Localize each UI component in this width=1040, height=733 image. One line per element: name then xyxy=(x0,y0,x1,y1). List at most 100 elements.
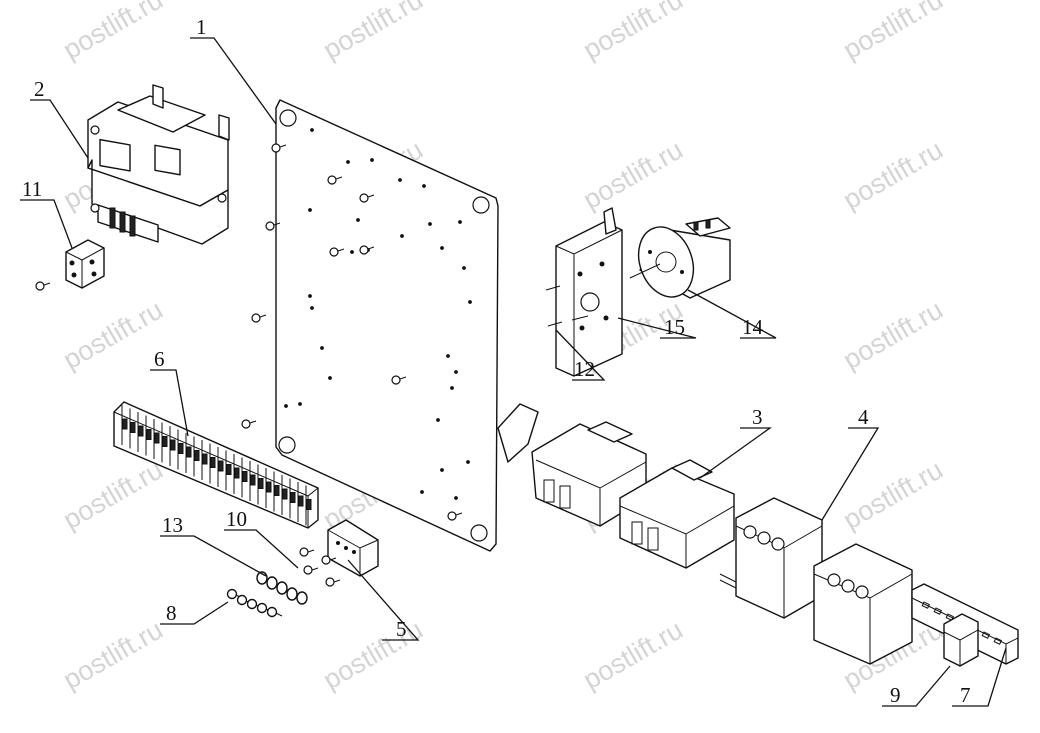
plate-hole xyxy=(356,218,360,222)
terminal-strip xyxy=(113,401,319,529)
callout-11: 11 xyxy=(22,177,42,201)
plate-hole xyxy=(458,220,462,224)
terminal-slot xyxy=(234,467,240,479)
nut-icon xyxy=(226,588,238,600)
plate-hole xyxy=(446,354,450,358)
terminal-slot xyxy=(298,495,304,507)
screw-icon xyxy=(299,547,309,557)
screw-icon xyxy=(265,221,275,231)
plate-hole xyxy=(422,184,426,188)
callout-1: 1 xyxy=(196,15,207,39)
washer-icon xyxy=(286,587,298,601)
plate-hole xyxy=(310,128,314,132)
watermark-text: postlift.ru xyxy=(318,614,428,695)
plate-hole xyxy=(308,294,312,298)
plate-hole xyxy=(284,404,288,408)
callout-10: 10 xyxy=(226,507,247,531)
terminal-slot xyxy=(154,432,160,444)
rail-slot xyxy=(945,613,955,621)
nut-icon xyxy=(256,602,268,614)
washer-icon xyxy=(296,591,308,605)
bus-bracket xyxy=(327,519,379,577)
watermark-text: postlift.ru xyxy=(58,294,168,375)
screw-icon xyxy=(327,175,337,185)
screw-icon xyxy=(359,245,369,255)
screw-icon xyxy=(359,193,369,203)
watermark-text: postlift.ru xyxy=(318,0,428,65)
terminal-slot xyxy=(290,492,296,503)
circuit-breaker-right xyxy=(813,543,913,665)
rail-slot xyxy=(981,631,991,639)
watermark-text: postlift.ru xyxy=(58,0,168,65)
callout-15: 15 xyxy=(664,315,685,339)
plate-hole xyxy=(298,402,302,406)
plate-hole xyxy=(436,418,440,422)
plate-hole xyxy=(428,222,432,226)
plate-hole xyxy=(310,306,314,310)
circuit-breaker-left xyxy=(719,497,823,619)
terminal-slot xyxy=(178,443,184,454)
terminal-slot xyxy=(218,460,224,472)
contactor-left xyxy=(497,403,647,527)
terminal-slot xyxy=(282,488,288,500)
washer-icon xyxy=(266,576,278,590)
plate-hole xyxy=(462,266,466,270)
callout-4: 4 xyxy=(858,405,869,429)
screw-icon xyxy=(241,419,251,429)
rail-slot xyxy=(921,601,931,609)
motor-bracket xyxy=(545,207,623,377)
motor xyxy=(629,217,731,299)
plate-hole xyxy=(454,370,458,374)
mounting-plate xyxy=(241,99,499,552)
watermark-text: postlift.ru xyxy=(838,134,948,215)
callout-6: 6 xyxy=(154,347,165,371)
watermark-text: postlift.ru xyxy=(58,614,168,695)
terminal-slot xyxy=(258,478,264,489)
terminal-slot xyxy=(250,474,256,486)
watermark-text: postlift.ru xyxy=(578,614,688,695)
terminal-slot xyxy=(138,425,144,437)
watermark-text: postlift.ru xyxy=(58,454,168,535)
plate-hole xyxy=(350,250,354,254)
plate-hole xyxy=(468,300,472,304)
nut-icon xyxy=(266,606,278,618)
callout-9: 9 xyxy=(890,683,901,707)
plate-hole xyxy=(328,376,332,380)
callout-2: 2 xyxy=(34,77,45,101)
terminal-slot xyxy=(210,457,216,468)
terminal-slot xyxy=(130,422,136,433)
plate-hole xyxy=(440,468,444,472)
terminal-slot xyxy=(274,485,280,496)
plate-hole xyxy=(420,490,424,494)
plate-hole xyxy=(466,460,470,464)
terminal-slot xyxy=(170,439,176,451)
watermark-text: postlift.ru xyxy=(838,0,948,65)
plate-hole xyxy=(398,178,402,182)
callout-5: 5 xyxy=(396,617,407,641)
contactor-right xyxy=(619,459,735,569)
terminal-slot xyxy=(202,453,208,465)
rail-slot xyxy=(933,607,943,615)
nut-icon xyxy=(236,594,248,606)
terminal-slot xyxy=(194,450,200,461)
screw-icon xyxy=(303,565,313,575)
screw-icon xyxy=(251,313,261,323)
rail-slot xyxy=(993,637,1003,645)
plate-hole xyxy=(370,158,374,162)
screw-icon xyxy=(321,555,331,565)
callout-3: 3 xyxy=(752,405,763,429)
small-terminal-block xyxy=(35,239,105,291)
screw-icon xyxy=(271,143,281,153)
plate-hole xyxy=(454,496,458,500)
terminal-slot xyxy=(242,471,248,482)
transformer xyxy=(87,84,230,245)
terminal-slot xyxy=(122,418,128,430)
callout-13: 13 xyxy=(162,513,183,537)
plate-hole xyxy=(450,386,454,390)
terminal-slot xyxy=(226,464,232,475)
watermark-text: postlift.ru xyxy=(578,0,688,65)
terminal-slot xyxy=(186,446,192,458)
plate-hole xyxy=(400,234,404,238)
callout-labels: 1 2 3 4 5 6 7 8 9 10 11 12 13 14 15 xyxy=(22,15,971,707)
